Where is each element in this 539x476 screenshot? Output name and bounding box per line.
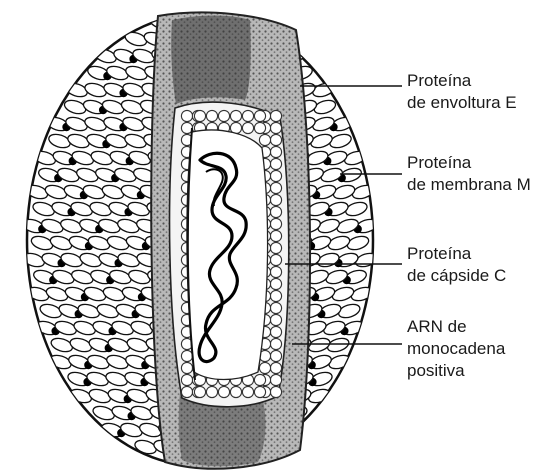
label-rna-line-3: positiva (407, 360, 505, 382)
capsid-bead (270, 230, 281, 241)
label-rna-line-1: ARN de (407, 316, 505, 338)
capsid-bead (270, 338, 281, 349)
capsid-bead (270, 170, 281, 181)
capsid-bead (181, 350, 192, 361)
genome-cavity (187, 130, 268, 380)
capsid-bead (254, 386, 265, 397)
capsid-bead (181, 386, 192, 397)
capsid-bead (218, 386, 229, 397)
capsid-bead (270, 146, 281, 157)
capsid-bead (242, 122, 253, 133)
capsid-bead (270, 278, 281, 289)
label-membrane-line-2: de membrana M (407, 174, 531, 196)
capsid-bead (270, 362, 281, 373)
capsid-bead (181, 374, 192, 385)
capsid-bead (194, 110, 205, 121)
label-capsid-line-1: Proteína (407, 243, 506, 265)
capsid-bead (270, 314, 281, 325)
capsid-bead (181, 110, 192, 121)
label-envelope-line-1: Proteína (407, 70, 517, 92)
capsid-bead (194, 386, 205, 397)
capsid-bead (181, 362, 192, 373)
capsid-bead (218, 110, 229, 121)
capsid-bead (270, 302, 281, 313)
capsid-bead (270, 158, 281, 169)
capsid-bead (270, 374, 281, 385)
capsid-bead (270, 386, 281, 397)
glycoprotein-dot (112, 21, 120, 29)
label-envelope-line-2: de envoltura E (407, 92, 517, 114)
label-capsid-line-2: de cápside C (407, 265, 506, 287)
capsid-bead (270, 266, 281, 277)
capsid-bead (254, 374, 265, 385)
label-envelope-protein: Proteína de envoltura E (407, 70, 517, 114)
capsid-bead (242, 386, 253, 397)
label-rna: ARN de monocadena positiva (407, 316, 505, 382)
capsid-bead (270, 218, 281, 229)
capsid-bead (270, 206, 281, 217)
capsid-bead (270, 134, 281, 145)
capsid-bead (270, 110, 281, 121)
capsid-bead (242, 110, 253, 121)
capsid-bead (259, 134, 270, 145)
capsid-bead (230, 110, 241, 121)
label-rna-line-2: monocadena (407, 338, 505, 360)
capsid-bead (270, 290, 281, 301)
membrane-dark-band (171, 16, 251, 105)
capsid-bead (270, 182, 281, 193)
label-membrane-line-1: Proteína (407, 152, 531, 174)
capsid-bead (270, 242, 281, 253)
capsid-bead (254, 122, 265, 133)
capsid-bead (230, 386, 241, 397)
capsid-bead (270, 194, 281, 205)
envelope-scale (113, 13, 138, 31)
capsid-bead (259, 362, 270, 373)
envelope-scale (94, 13, 119, 31)
label-capsid-protein: Proteína de cápside C (407, 243, 506, 287)
capsid-bead (206, 386, 217, 397)
capsid-bead (206, 110, 217, 121)
capsid-bead (254, 110, 265, 121)
capsid-bead (270, 350, 281, 361)
label-membrane-protein: Proteína de membrana M (407, 152, 531, 196)
capsid-bead (270, 326, 281, 337)
capsid-bead (270, 122, 281, 133)
capsid-bead (270, 254, 281, 265)
